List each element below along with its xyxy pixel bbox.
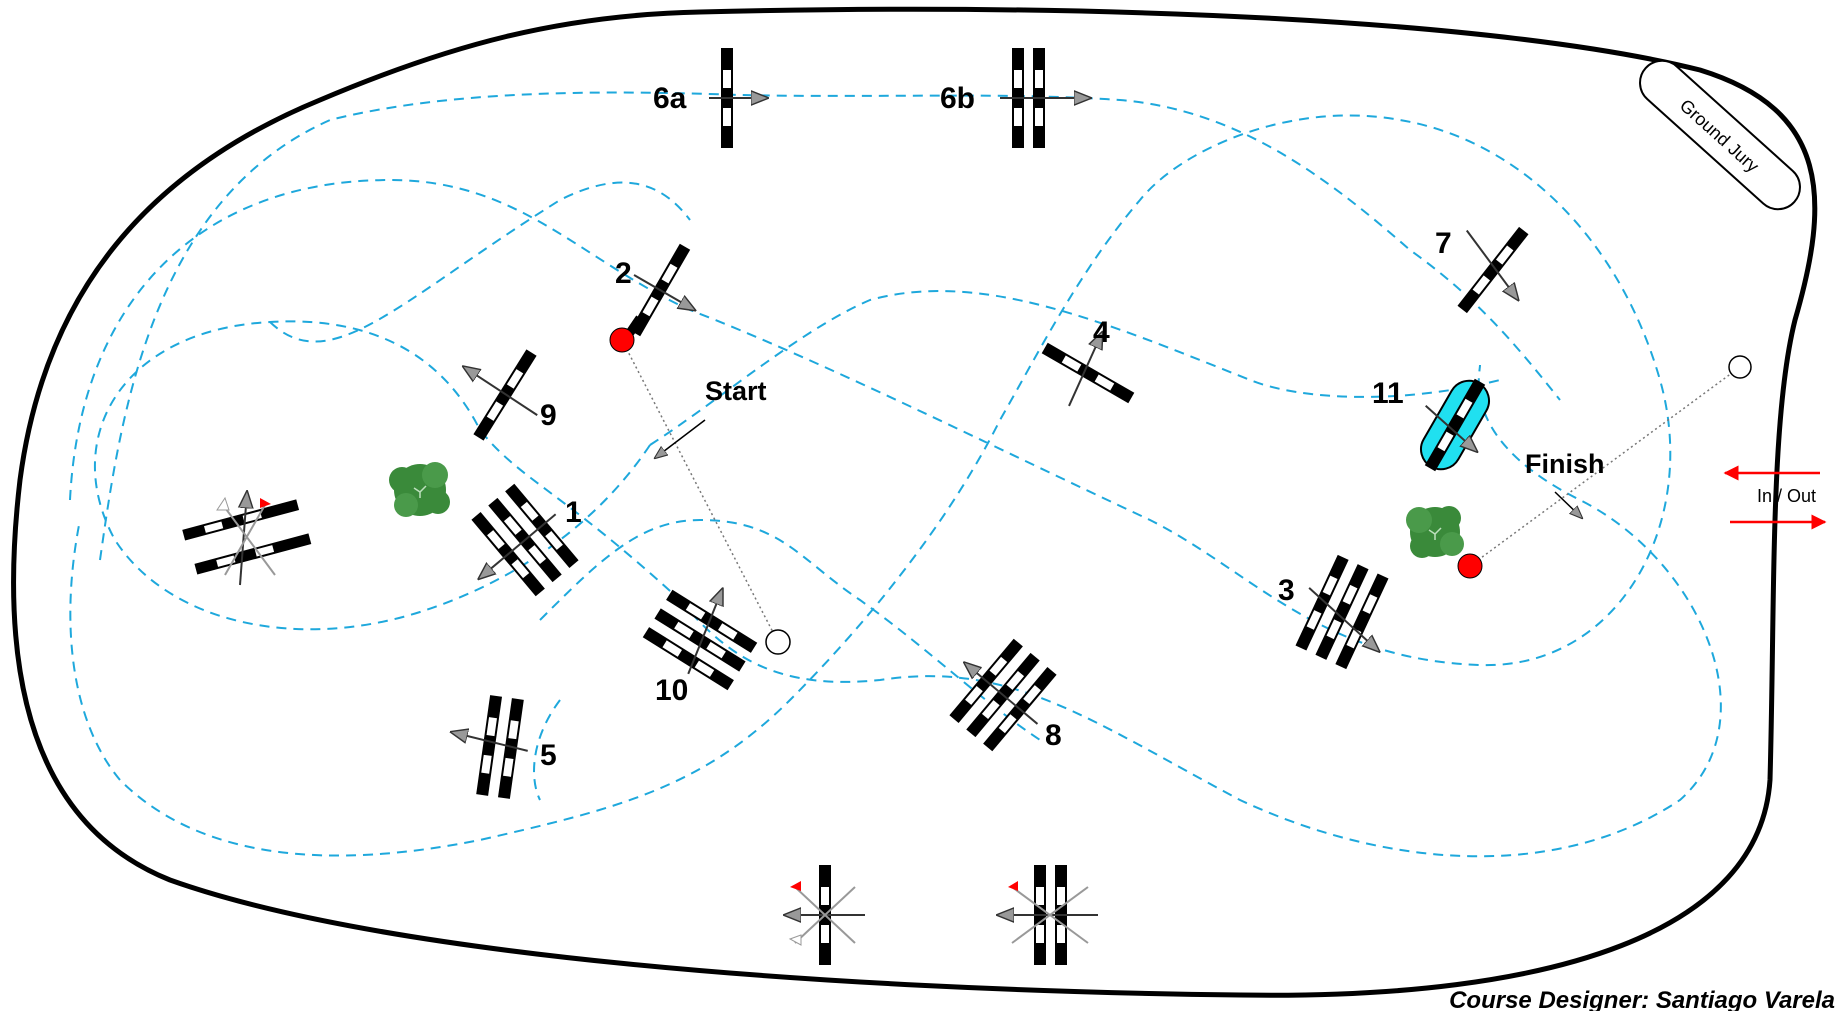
practice-fence-bottom-1 bbox=[785, 865, 865, 965]
finish-flag-white bbox=[1728, 355, 1752, 379]
fence-6b-number: 6b bbox=[940, 82, 975, 115]
fence-4-number: 4 bbox=[1093, 316, 1110, 349]
tree-right bbox=[1406, 506, 1464, 558]
designer-credit: Course Designer: Santiago Varela bbox=[1449, 987, 1835, 1011]
fence-3-number: 3 bbox=[1278, 574, 1295, 607]
fence-7-number: 7 bbox=[1435, 227, 1452, 260]
fence-8 bbox=[949, 638, 1057, 752]
fence-6a bbox=[709, 48, 767, 148]
entrance-label: In / Out bbox=[1757, 486, 1816, 506]
fence-7 bbox=[1457, 226, 1529, 314]
tree-left bbox=[389, 462, 450, 517]
finish-label: Finish bbox=[1525, 449, 1605, 479]
course-route bbox=[69, 91, 1722, 858]
fence-2 bbox=[629, 243, 720, 337]
start-label: Start bbox=[705, 376, 767, 406]
fence-4 bbox=[1041, 312, 1135, 407]
fence-9-number: 9 bbox=[540, 399, 557, 432]
start-line: Start bbox=[609, 327, 791, 655]
fence-9 bbox=[436, 349, 538, 441]
fence-6a-number: 6a bbox=[653, 82, 687, 115]
fence-5-number: 5 bbox=[540, 739, 557, 772]
arena-boundary bbox=[11, 6, 1818, 998]
fence-8-number: 8 bbox=[1045, 719, 1062, 752]
fence-6b bbox=[1000, 48, 1090, 148]
finish-line: Finish bbox=[1457, 355, 1752, 579]
fence-11 bbox=[1420, 378, 1490, 472]
practice-fence-bottom-2 bbox=[998, 865, 1098, 965]
fence-10 bbox=[642, 567, 758, 691]
practice-fence-left bbox=[182, 492, 312, 586]
start-flag-red bbox=[609, 327, 635, 353]
finish-flag-red bbox=[1457, 553, 1483, 579]
fence-5 bbox=[444, 695, 528, 799]
fence-11-number: 11 bbox=[1372, 377, 1404, 410]
fence-2-number: 2 bbox=[615, 257, 632, 290]
fence-10-number: 10 bbox=[655, 674, 688, 707]
entrance: In / Out bbox=[1723, 465, 1827, 530]
fence-1-number: 1 bbox=[565, 496, 582, 529]
fence-3 bbox=[1295, 554, 1389, 670]
fence-1 bbox=[471, 483, 579, 597]
start-flag-white bbox=[765, 629, 791, 655]
